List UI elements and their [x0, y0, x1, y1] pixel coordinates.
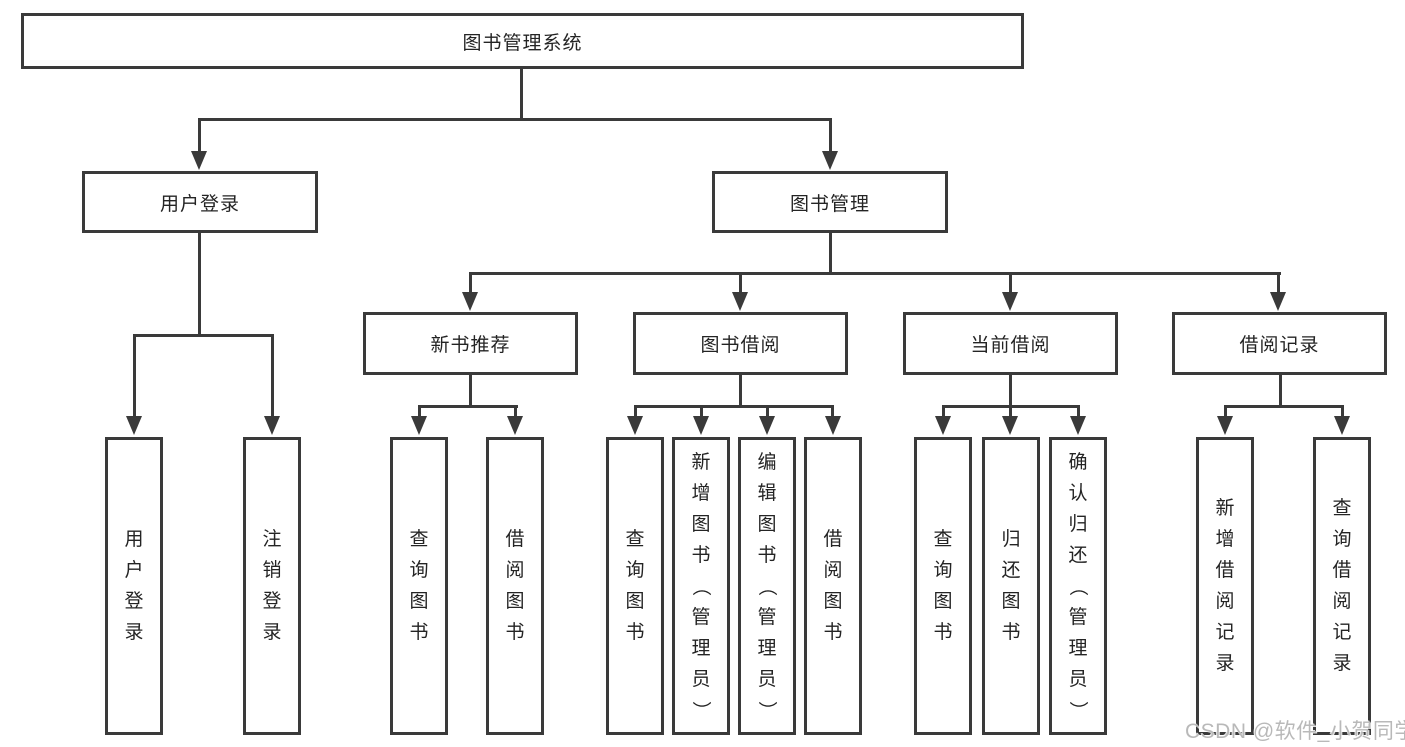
connector-drop-mgmt [829, 118, 832, 156]
connector-drop [942, 405, 945, 419]
leaf-user-login: 用户登录 [105, 437, 163, 735]
arrowhead [507, 416, 523, 435]
node-book-borrow: 图书借阅 [633, 312, 848, 375]
connector-login-split [133, 334, 274, 337]
leaf-user-login-label: 用户登录 [124, 529, 144, 643]
arrowhead [825, 416, 841, 435]
connector-drop [271, 334, 274, 420]
connector-split [418, 405, 518, 408]
leaf-records-add-record: 新增借阅记录 [1196, 437, 1254, 735]
arrowhead [411, 416, 427, 435]
node-book-management: 图书管理 [712, 171, 948, 233]
connector-drop [418, 405, 421, 419]
connector-drop-login [198, 118, 201, 156]
connector-split [634, 405, 834, 408]
connector-drop [133, 334, 136, 420]
node-borrow-records-label: 借阅记录 [1239, 335, 1320, 356]
connector-drop [514, 405, 517, 419]
node-current-borrow-label: 当前借阅 [970, 335, 1051, 356]
leaf-recommend-borrow-books: 借阅图书 [486, 437, 544, 735]
arrowhead [627, 416, 643, 435]
leaf-records-query-record-label: 查询借阅记录 [1332, 498, 1352, 674]
arrowhead [693, 416, 709, 435]
leaf-borrow-query-books: 查询图书 [606, 437, 664, 735]
node-borrow-records: 借阅记录 [1172, 312, 1387, 375]
arrowhead [822, 151, 838, 170]
node-root-label: 图书管理系统 [462, 32, 583, 54]
leaf-logout-label: 注销登录 [262, 529, 282, 643]
arrowhead [264, 416, 280, 435]
connector-drop [1009, 405, 1012, 419]
connector-drop [1077, 405, 1080, 419]
arrowhead [935, 416, 951, 435]
connector-mgmt-split [469, 272, 1281, 275]
connector-stem [469, 375, 472, 408]
arrowhead [759, 416, 775, 435]
arrowhead [1002, 292, 1018, 311]
leaf-recommend-query-books-label: 查询图书 [409, 529, 429, 643]
arrowhead [1217, 416, 1233, 435]
csdn-watermark: CSDN @软件_小贺同学 [1185, 720, 1405, 743]
connector-drop [469, 272, 472, 296]
node-root: 图书管理系统 [21, 13, 1024, 69]
arrowhead [732, 292, 748, 311]
connector-stem [1009, 375, 1012, 408]
node-new-book-recommend: 新书推荐 [363, 312, 578, 375]
arrowhead [1002, 416, 1018, 435]
connector-stem [739, 375, 742, 408]
node-book-management-label: 图书管理 [789, 193, 870, 215]
node-user-login-label: 用户登录 [159, 193, 240, 215]
connector-drop [739, 272, 742, 296]
leaf-records-add-record-label: 新增借阅记录 [1215, 498, 1235, 674]
leaf-borrow-edit-books-admin-label: 编辑图书（管理员） [756, 451, 778, 720]
connector-root-split [198, 118, 832, 121]
connector-split [1224, 405, 1344, 408]
leaf-logout: 注销登录 [243, 437, 301, 735]
connector-drop [831, 405, 834, 419]
leaf-borrow-edit-books-admin: 编辑图书（管理员） [738, 437, 796, 735]
arrowhead [1270, 292, 1286, 311]
connector-drop [634, 405, 637, 419]
leaf-borrow-borrow-books: 借阅图书 [804, 437, 862, 735]
connector-drop [1341, 405, 1344, 419]
connector-stem [1279, 375, 1282, 408]
arrowhead [1334, 416, 1350, 435]
arrowhead [1070, 416, 1086, 435]
node-current-borrow: 当前借阅 [903, 312, 1118, 375]
leaf-recommend-query-books: 查询图书 [390, 437, 448, 735]
connector-login-stem [198, 233, 201, 337]
node-new-book-recommend-label: 新书推荐 [430, 335, 511, 356]
leaf-borrow-add-books-admin-label: 新增图书（管理员） [690, 451, 712, 720]
connector-drop [766, 405, 769, 419]
arrowhead [126, 416, 142, 435]
leaf-current-return-books: 归还图书 [982, 437, 1040, 735]
leaf-current-query-books-label: 查询图书 [933, 529, 953, 643]
connector-drop [700, 405, 703, 419]
leaf-borrow-add-books-admin: 新增图书（管理员） [672, 437, 730, 735]
leaf-borrow-borrow-books-label: 借阅图书 [823, 529, 843, 643]
leaf-recommend-borrow-books-label: 借阅图书 [505, 529, 525, 643]
connector-mgmt-stem [829, 233, 832, 275]
connector-drop [1224, 405, 1227, 419]
leaf-current-confirm-return-admin: 确认归还（管理员） [1049, 437, 1107, 735]
connector-drop [1277, 272, 1280, 296]
node-book-borrow-label: 图书借阅 [700, 335, 781, 356]
connector-drop [1009, 272, 1012, 296]
leaf-borrow-query-books-label: 查询图书 [625, 529, 645, 643]
connector-root-stem [520, 68, 523, 120]
leaf-current-return-books-label: 归还图书 [1001, 529, 1021, 643]
leaf-records-query-record: 查询借阅记录 [1313, 437, 1371, 735]
arrowhead [191, 151, 207, 170]
arrowhead [462, 292, 478, 311]
leaf-current-confirm-return-admin-label: 确认归还（管理员） [1067, 451, 1089, 720]
node-user-login: 用户登录 [82, 171, 318, 233]
leaf-current-query-books: 查询图书 [914, 437, 972, 735]
